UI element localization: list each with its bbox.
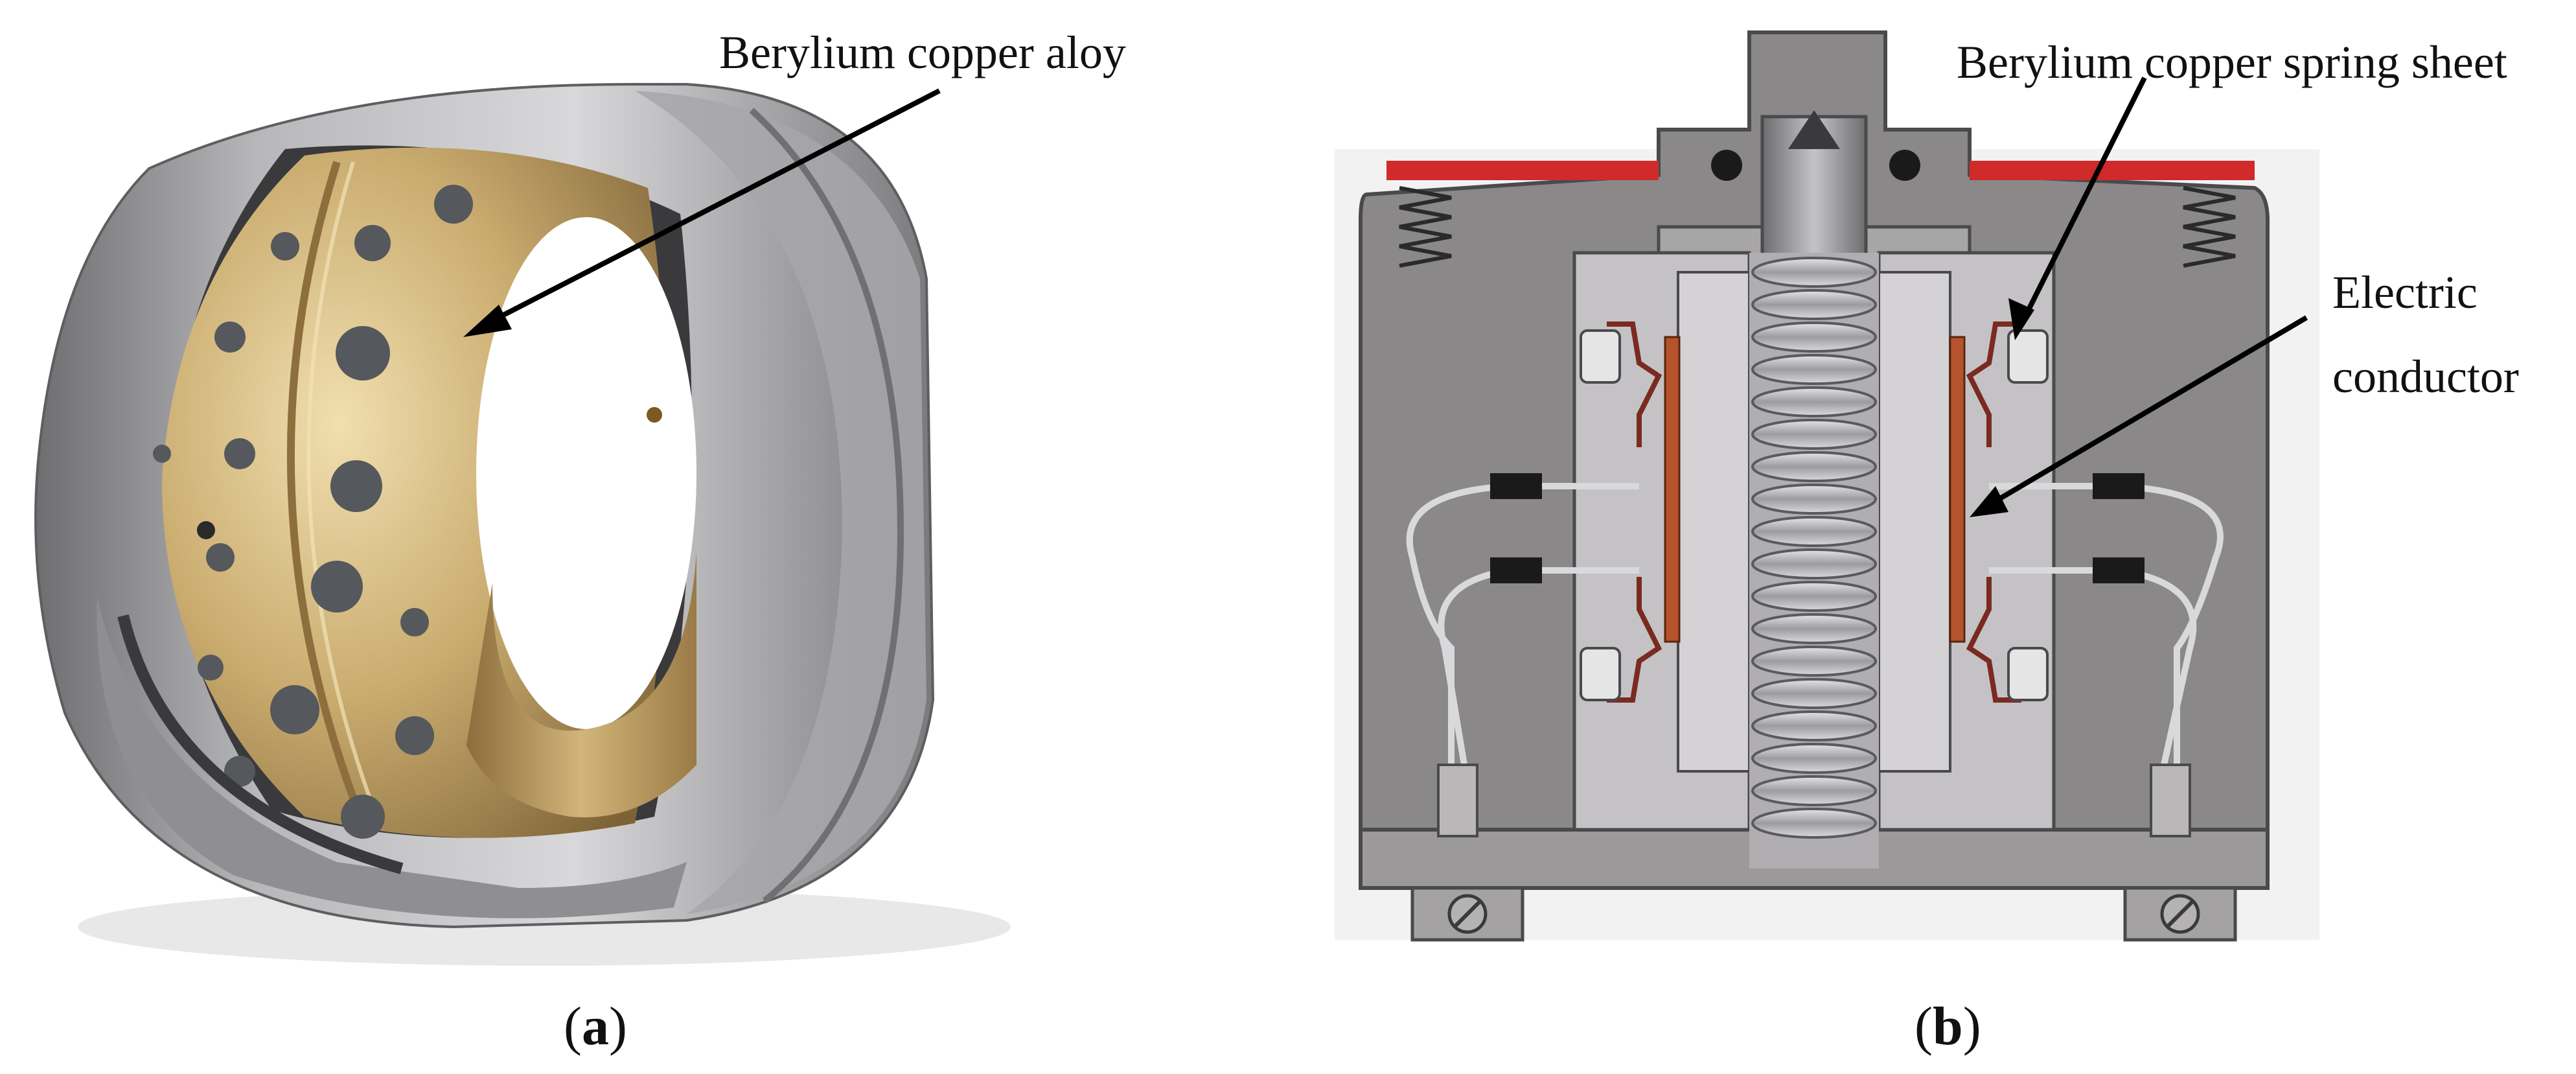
callout-arrowhead-spring	[2008, 298, 2034, 340]
callout-arrowhead-a	[463, 305, 512, 337]
spring-coil	[1751, 613, 1877, 644]
top-springs	[1399, 186, 2236, 268]
panel-caption-b-letter: b	[1932, 996, 1963, 1056]
spring-coil	[1751, 710, 1877, 741]
bearing-lower-lip	[97, 596, 687, 918]
spring-coil	[1751, 775, 1877, 806]
spring-coil	[1751, 451, 1877, 482]
callout-label-conductor-line1: Electric	[2332, 266, 2478, 318]
spring-coil	[1751, 808, 1877, 839]
ball-groove	[286, 161, 367, 825]
red-cap-right	[1970, 161, 2255, 180]
conductor-strip-right	[1949, 336, 1966, 643]
spring-sheet-left-upper	[1607, 321, 1662, 447]
callout-label-spring-sheet: Berylium copper spring sheet	[1957, 36, 2507, 88]
callout-arrowhead-conductor	[1970, 486, 2008, 517]
bearing-ring-groove	[749, 108, 904, 904]
spring-coil	[1751, 257, 1877, 288]
spring-coil	[1751, 484, 1877, 515]
panel-caption-a-letter: a	[581, 996, 609, 1056]
spring-sheet-left-lower	[1607, 577, 1662, 703]
red-cap-left	[1386, 161, 1659, 180]
callout-arrow-line-spring	[2019, 76, 2147, 325]
callout-label-beryllium-alloy: Berylium copper aloy	[719, 27, 1126, 78]
spring-coil	[1751, 548, 1877, 579]
callout-arrow-line-a	[478, 88, 941, 330]
bearing-bore	[476, 217, 696, 729]
panel-a-bearing-photo	[34, 83, 1011, 966]
spring-coil	[1751, 678, 1877, 709]
rod-tip	[1788, 110, 1840, 149]
panel-b-cross-section	[1335, 30, 2319, 942]
spring-coil	[1751, 516, 1877, 547]
callout-label-conductor-line2: conductor	[2332, 351, 2519, 403]
spring-coil	[1751, 321, 1877, 353]
spring-coil	[1751, 386, 1877, 417]
conductor-strip-left	[1664, 336, 1681, 643]
spring-coil	[1751, 354, 1877, 385]
spring-coil	[1751, 419, 1877, 450]
panel-caption-a: (a)	[564, 996, 627, 1056]
graphite-plugs	[153, 185, 473, 839]
spring-coil	[1751, 289, 1877, 320]
panel-caption-b: (b)	[1915, 996, 1981, 1056]
spring-sheet-right-upper	[1966, 321, 2021, 447]
callout-arrow-line-conductor	[1981, 315, 2308, 511]
bore-inner-surface	[466, 551, 696, 817]
spring-coil	[1751, 581, 1877, 612]
spring-coils	[1751, 257, 1877, 839]
spring-coil	[1751, 743, 1877, 774]
spring-sheet-right-lower	[1966, 577, 2021, 703]
spring-coil	[1751, 646, 1877, 677]
bearing-ring-side	[635, 91, 926, 914]
